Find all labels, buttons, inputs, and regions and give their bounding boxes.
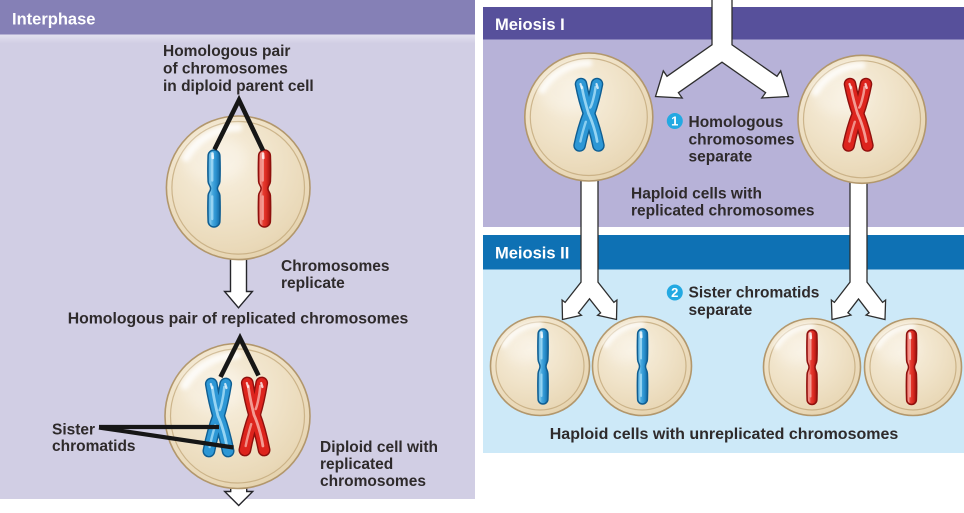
svg-text:chromosomes: chromosomes	[689, 132, 795, 149]
svg-text:Homologous pair of replicated: Homologous pair of replicated chromosome…	[68, 311, 409, 328]
svg-text:in diploid parent cell: in diploid parent cell	[163, 78, 314, 95]
svg-text:Diploid cell with: Diploid cell with	[320, 439, 438, 456]
svg-text:Meiosis I: Meiosis I	[495, 16, 565, 34]
svg-text:2: 2	[671, 285, 678, 300]
svg-text:Meiosis II: Meiosis II	[495, 245, 569, 263]
svg-text:replicated: replicated	[320, 456, 393, 473]
svg-text:chromosomes: chromosomes	[320, 473, 426, 490]
svg-text:Haploid cells with unreplicate: Haploid cells with unreplicated chromoso…	[550, 426, 899, 443]
svg-text:Chromosomes: Chromosomes	[281, 258, 390, 275]
svg-text:Homologous pair: Homologous pair	[163, 43, 290, 60]
svg-text:of chromosomes: of chromosomes	[163, 61, 288, 78]
svg-text:1: 1	[671, 114, 678, 129]
svg-text:Homologous: Homologous	[689, 114, 784, 131]
svg-text:separate: separate	[689, 149, 753, 166]
svg-text:replicated chromosomes: replicated chromosomes	[631, 203, 814, 220]
svg-text:Sister: Sister	[52, 422, 95, 439]
svg-text:Sister chromatids: Sister chromatids	[689, 285, 820, 302]
svg-text:Haploid cells with: Haploid cells with	[631, 186, 762, 203]
svg-text:replicate: replicate	[281, 275, 345, 292]
svg-text:separate: separate	[689, 302, 753, 319]
svg-text:Interphase: Interphase	[12, 11, 95, 29]
svg-text:chromatids: chromatids	[52, 438, 136, 455]
